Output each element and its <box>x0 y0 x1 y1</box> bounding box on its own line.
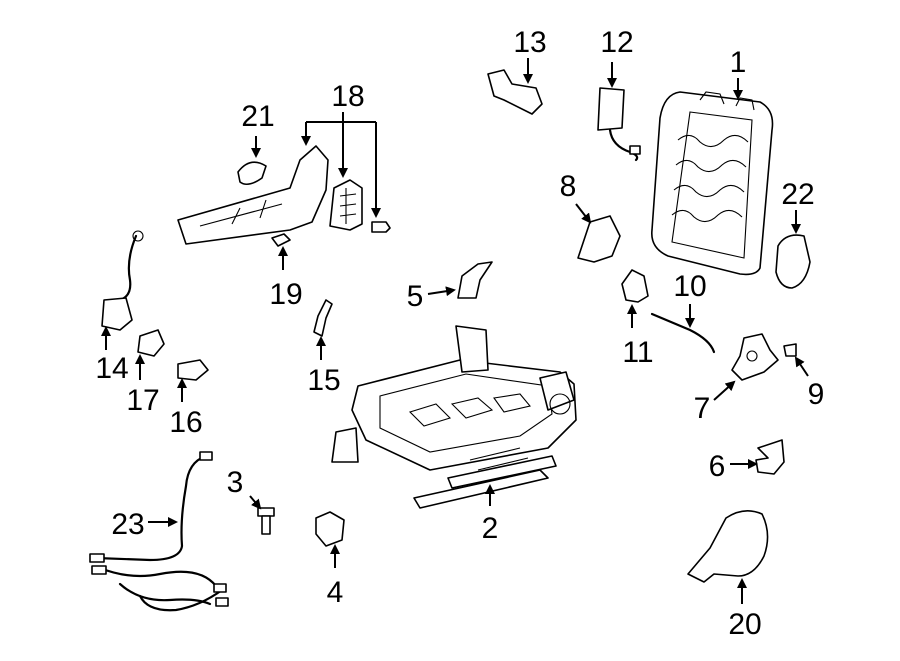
part-11-bracket <box>621 269 649 303</box>
callout-5: 5 <box>407 280 424 313</box>
callout-19: 19 <box>269 278 302 311</box>
part-12-airbag-module <box>597 87 641 162</box>
callout-8: 8 <box>560 170 577 203</box>
callout-labels: 1 2 3 4 5 6 7 8 9 10 11 12 13 14 15 16 1… <box>95 26 824 641</box>
callout-1: 1 <box>730 46 747 79</box>
callout-15: 15 <box>307 364 340 397</box>
part-15-knob <box>313 299 333 337</box>
callout-14: 14 <box>95 352 128 385</box>
callout-2: 2 <box>482 512 499 545</box>
part-5-bracket <box>457 261 493 299</box>
part-8-bracket <box>577 215 621 263</box>
part-6-clip <box>755 439 785 475</box>
part-23-wiring-harness <box>89 451 229 612</box>
callout-21: 21 <box>241 100 274 133</box>
part-16-switch <box>177 359 209 381</box>
leader-lines <box>101 58 809 604</box>
callout-9: 9 <box>808 378 825 411</box>
callout-22: 22 <box>781 178 814 211</box>
part-17-cover <box>137 329 165 357</box>
callout-3: 3 <box>227 466 244 499</box>
callout-23: 23 <box>111 508 144 541</box>
callout-13: 13 <box>513 26 546 59</box>
part-20-headrest <box>687 510 769 583</box>
callout-10: 10 <box>673 270 706 303</box>
part-21-trim-cover <box>237 161 267 186</box>
part-3-bolt <box>257 507 275 535</box>
part-18-side-shield <box>177 145 391 245</box>
part-4-bracket <box>315 511 345 547</box>
callout-20: 20 <box>728 608 761 641</box>
part-13-bracket <box>487 69 543 115</box>
callout-11: 11 <box>622 336 653 369</box>
callout-18: 18 <box>331 80 364 113</box>
part-1-seat-back-frame <box>651 91 774 276</box>
part-2-seat-cushion-frame <box>331 325 577 509</box>
callout-6: 6 <box>709 450 726 483</box>
callout-16: 16 <box>169 406 202 439</box>
part-14-belt-buckle <box>101 230 144 331</box>
callout-12: 12 <box>600 26 633 59</box>
part-9-cap <box>783 343 797 357</box>
callout-17: 17 <box>126 384 159 417</box>
part-19-clip <box>271 233 291 247</box>
part-10-cable <box>650 312 716 354</box>
part-22-cap <box>775 234 811 289</box>
callout-7: 7 <box>694 392 711 425</box>
callout-4: 4 <box>327 576 344 609</box>
part-7-recliner-bracket <box>731 333 779 381</box>
